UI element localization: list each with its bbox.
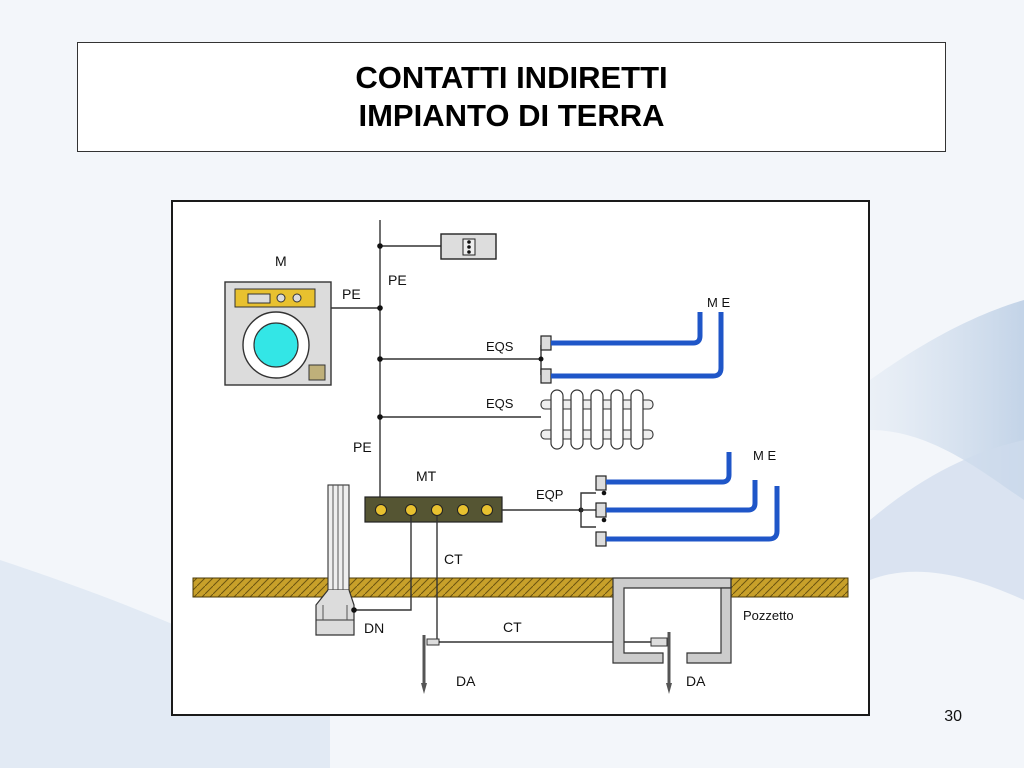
diagram-frame: M PE PE M E EQS EQS PE MT: [171, 200, 870, 716]
junction-box: [377, 233, 497, 260]
pozzetto: [612, 577, 732, 694]
ground-surface: [192, 577, 849, 598]
label-pe-side: PE: [342, 286, 361, 302]
title-line-2: IMPIANTO DI TERRA: [358, 98, 665, 133]
radiator: [377, 389, 654, 450]
label-eqs-top: EQS: [486, 339, 514, 354]
label-m: M: [275, 253, 287, 269]
label-pozzetto: Pozzetto: [743, 608, 794, 623]
label-da-right: DA: [686, 673, 706, 689]
metal-pipes-top: [377, 312, 724, 384]
main-earth-terminal: [364, 496, 503, 523]
title-box: CONTATTI INDIRETTI IMPIANTO DI TERRA: [77, 42, 946, 152]
foundation-earth: [315, 484, 412, 636]
metal-pipes-lower: [502, 452, 780, 547]
label-me-lower: M E: [753, 448, 776, 463]
washing-machine: [224, 281, 383, 386]
label-eqs-radiator: EQS: [486, 396, 514, 411]
earth-rod-left: [421, 635, 440, 694]
label-ct-vertical: CT: [444, 551, 463, 567]
slide-number: 30: [944, 708, 962, 725]
title-line-1: CONTATTI INDIRETTI: [355, 60, 668, 95]
label-da-left: DA: [456, 673, 476, 689]
label-dn: DN: [364, 620, 384, 636]
label-me-top: M E: [707, 295, 730, 310]
label-pe-lower: PE: [353, 439, 372, 455]
label-ct-horizontal: CT: [503, 619, 522, 635]
label-eqp: EQP: [536, 487, 563, 502]
earthing-diagram: M PE PE M E EQS EQS PE MT: [192, 220, 849, 694]
label-pe-top: PE: [388, 272, 407, 288]
label-mt: MT: [416, 468, 437, 484]
